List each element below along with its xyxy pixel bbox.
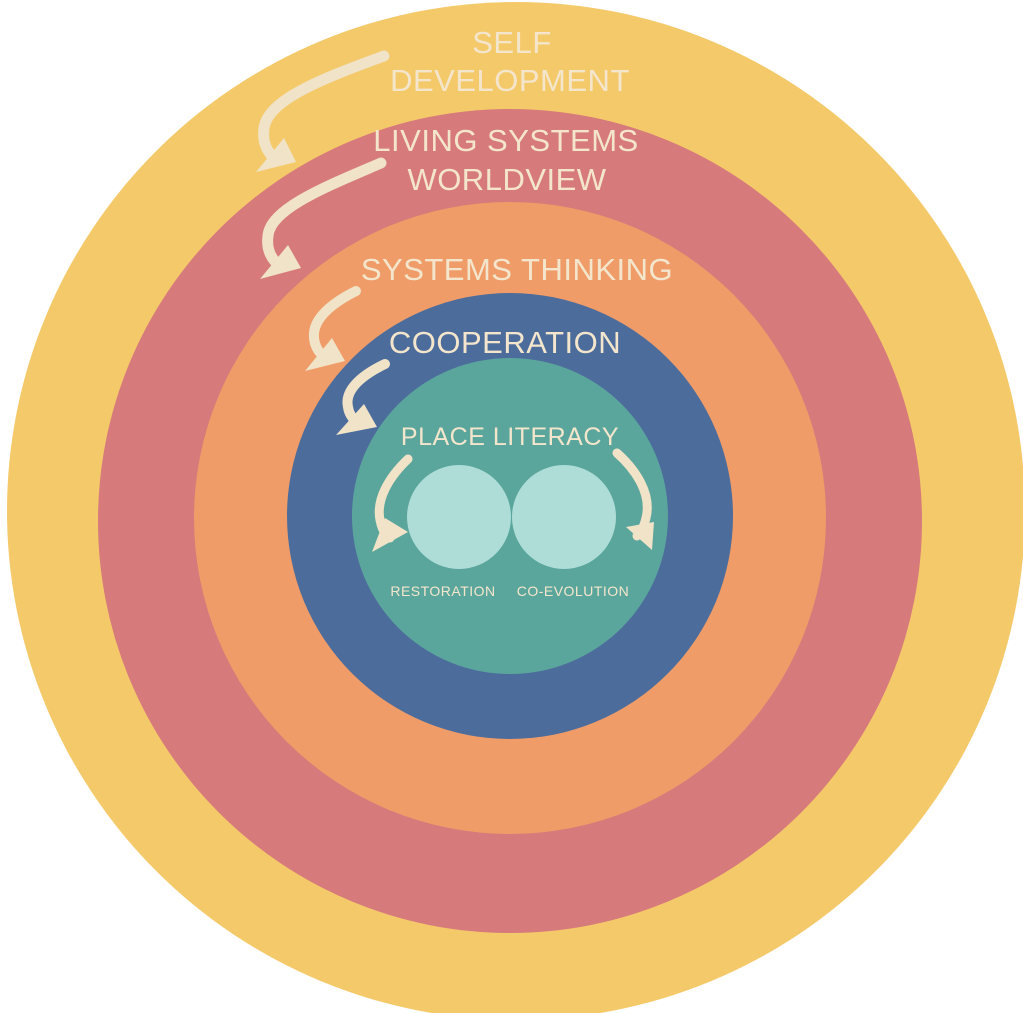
circle-co-evolution (512, 465, 616, 569)
arrowhead-icon (336, 404, 377, 435)
circle-restoration (407, 465, 511, 569)
arrows-group (256, 50, 654, 552)
label-living-systems-line-1: LIVING SYSTEMS (373, 123, 638, 158)
arrowhead-icon (260, 245, 301, 279)
label-living-systems-line-2: WORLDVIEW (407, 162, 606, 197)
label-self-development-line-1: SELF (472, 25, 552, 60)
arrowhead-icon (372, 518, 408, 552)
labels-group: SELF DEVELOPMENT LIVING SYSTEMS WORLDVIE… (361, 25, 673, 599)
curved-arrow-icon (258, 50, 390, 166)
label-place-literacy: PLACE LITERACY (401, 423, 619, 451)
arrowhead-icon (256, 138, 296, 172)
label-restoration: RESTORATION (390, 583, 495, 599)
curved-arrow-icon (262, 157, 387, 272)
label-co-evolution: CO-EVOLUTION (517, 583, 630, 599)
label-systems-thinking: SYSTEMS THINKING (361, 252, 673, 287)
label-self-development-line-2: DEVELOPMENT (390, 63, 630, 98)
arrowhead-icon (305, 338, 345, 371)
arrowhead-icon (626, 522, 654, 550)
label-cooperation: COOPERATION (389, 325, 621, 360)
